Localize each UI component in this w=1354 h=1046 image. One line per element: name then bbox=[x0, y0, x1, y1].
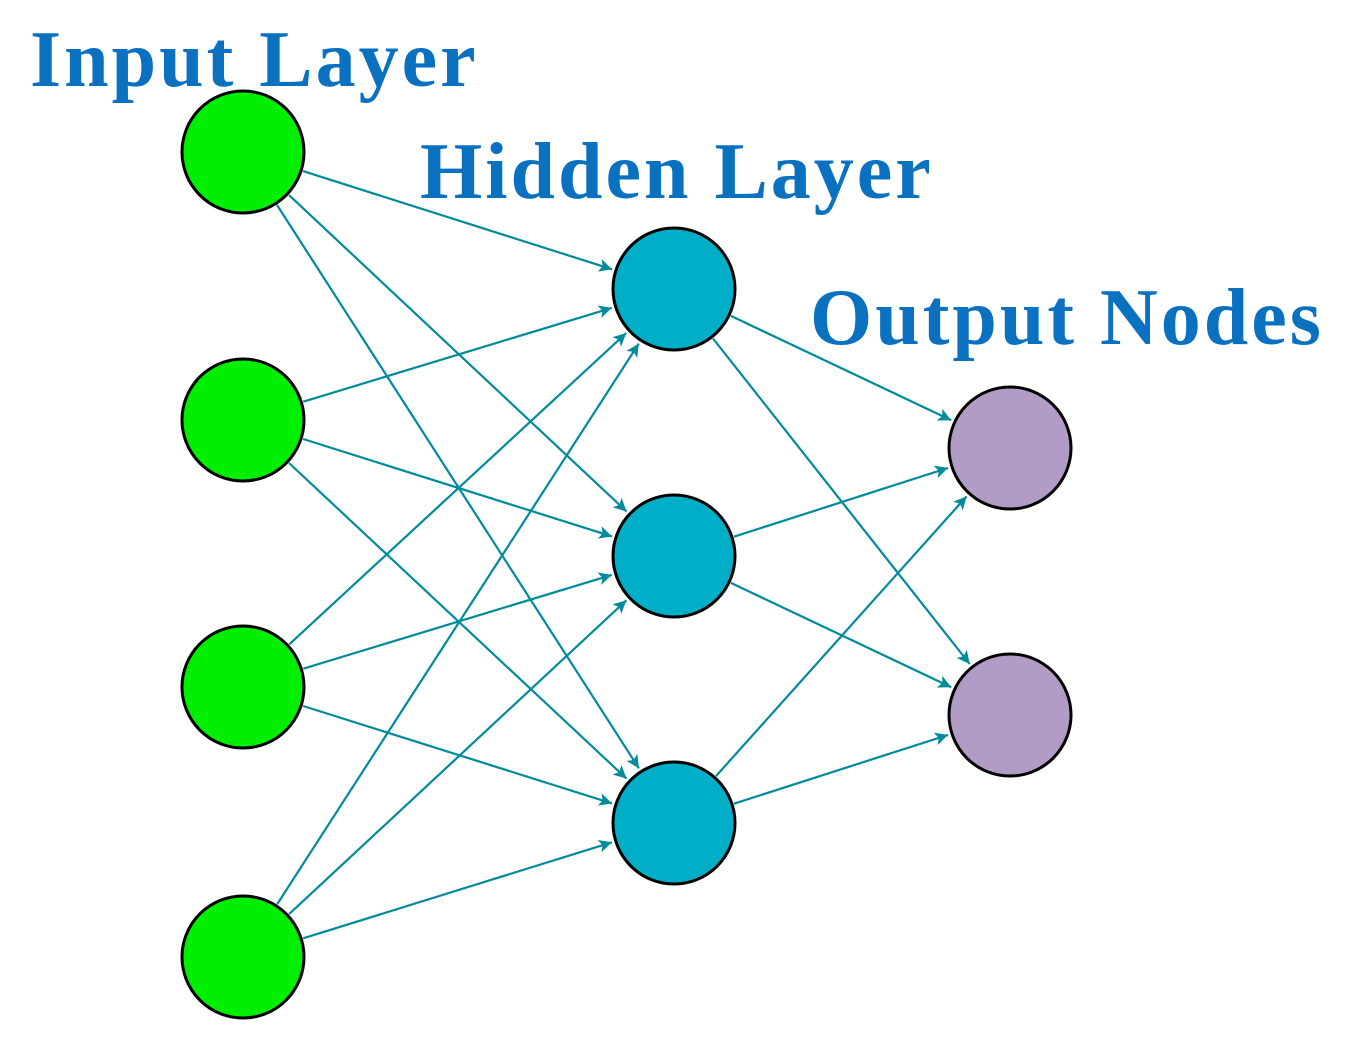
edge-input-3-to-hidden-2 bbox=[302, 572, 613, 670]
input-layer-label: Input Layer bbox=[30, 16, 479, 104]
edge-input-2-to-hidden-1 bbox=[302, 305, 613, 403]
input-node-1 bbox=[180, 89, 306, 215]
edge-hidden-3-to-output-1 bbox=[715, 495, 968, 777]
hidden-layer-label: Hidden Layer bbox=[420, 128, 934, 216]
hidden-node-3 bbox=[611, 760, 737, 886]
output-node-1 bbox=[947, 385, 1073, 511]
connection-edges bbox=[276, 170, 971, 940]
edge-hidden-1-to-output-1 bbox=[730, 314, 952, 422]
edge-input-4-to-hidden-1 bbox=[276, 343, 640, 905]
edge-input-4-to-hidden-2 bbox=[288, 599, 628, 915]
edge-hidden-2-to-output-1 bbox=[733, 465, 949, 538]
input-node-3 bbox=[180, 624, 306, 750]
output-layer-label: Output Nodes bbox=[810, 274, 1324, 362]
hidden-node-2 bbox=[611, 493, 737, 619]
edge-input-1-to-hidden-2 bbox=[288, 194, 628, 513]
edge-input-1-to-hidden-1 bbox=[302, 170, 613, 272]
network-nodes bbox=[180, 89, 1073, 1020]
edge-input-4-to-hidden-3 bbox=[302, 839, 613, 940]
input-node-2 bbox=[180, 357, 306, 483]
edge-input-3-to-hidden-3 bbox=[302, 704, 613, 806]
edge-input-3-to-hidden-1 bbox=[288, 332, 627, 646]
edge-hidden-3-to-output-2 bbox=[733, 732, 949, 805]
output-node-2 bbox=[947, 652, 1073, 778]
input-node-4 bbox=[180, 894, 306, 1020]
hidden-node-1 bbox=[611, 226, 737, 352]
edge-input-1-to-hidden-3 bbox=[276, 204, 640, 769]
